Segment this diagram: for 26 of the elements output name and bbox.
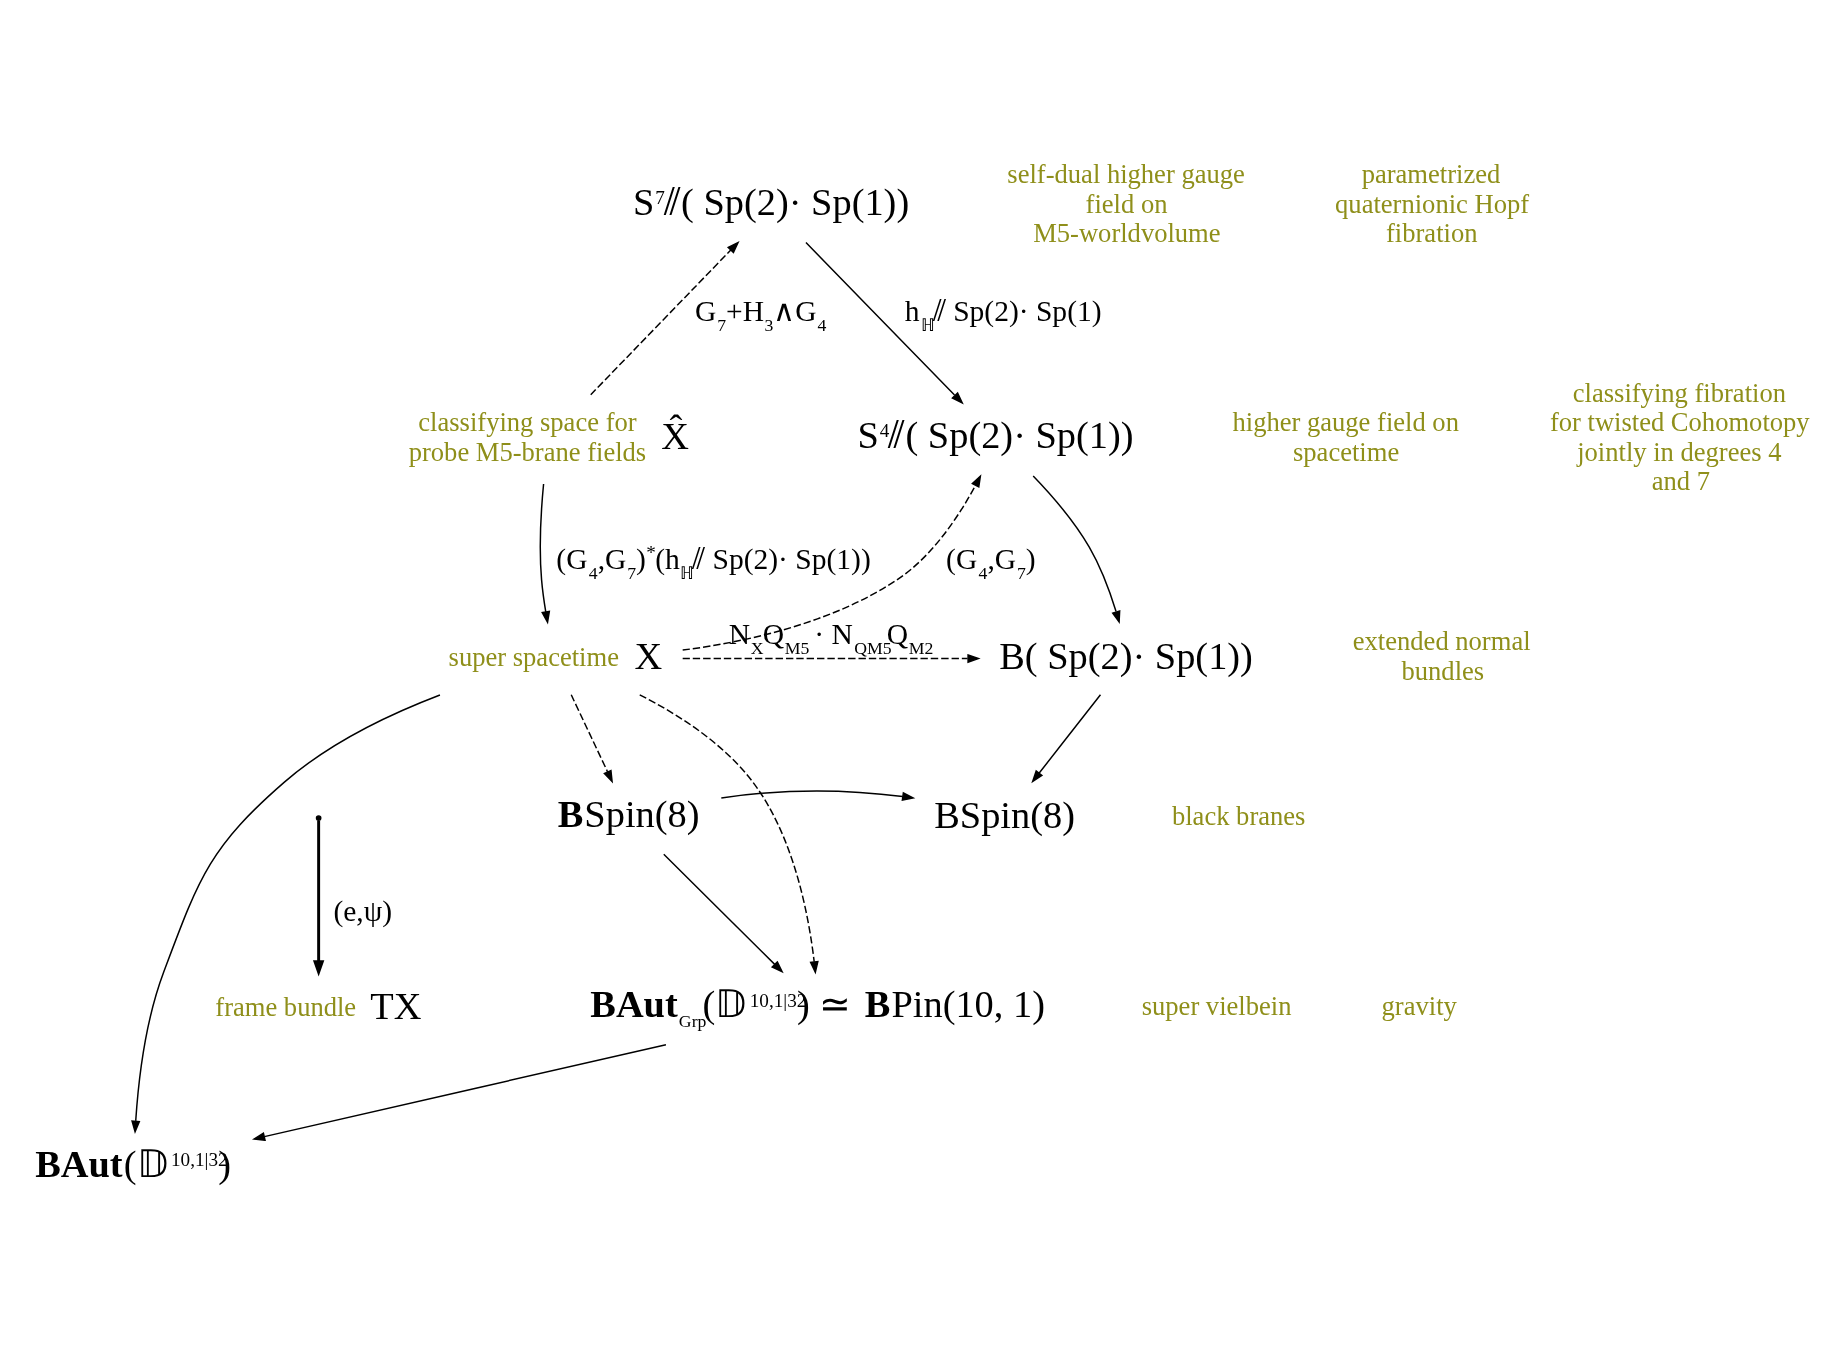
- edge-label: h$_{ℍ}$⫽ Sp(2)· Sp(1): [904, 295, 1102, 336]
- label: classifying fibration for twisted Cohomotopy jointly in degrees 4 and 7: [1549, 377, 1810, 497]
- node-label: frame bundle: [215, 991, 357, 1022]
- edge-label: G$_{7}$+H$_{3}$∧G$_{4}$: [695, 295, 827, 336]
- node-label: classifying space for probe M5-brane fields: [408, 407, 647, 467]
- node-text: BAut(𝔻$^{10,1|32}$): [35, 1142, 232, 1185]
- node-label: super spacetime: [448, 641, 619, 672]
- label: higher gauge field on spacetime: [1232, 407, 1459, 467]
- node-text: TX: [370, 984, 422, 1027]
- node-text: BSpin(8): [557, 792, 700, 835]
- edge-label: (G$_{4}$,G$_{7}$): [946, 543, 1036, 584]
- node-text: BAut$_{Grp}$(𝔻$^{10,1|32}$) ≃ BPin(10, 1): [590, 983, 1045, 1032]
- label: extended normal bundles: [1352, 626, 1531, 686]
- node-text: S$^{4}$⫽( Sp(2)· Sp(1)): [857, 413, 1134, 456]
- edge-label: (e,ψ): [333, 894, 393, 927]
- node-text: X: [634, 634, 663, 677]
- node-text: X̂: [661, 414, 689, 457]
- node-text: S$^{7}$⫽( Sp(2)· Sp(1)): [633, 180, 910, 223]
- label: self-dual higher gauge field on M5-worldvolume: [1007, 159, 1245, 249]
- node-text: BSpin(8): [934, 794, 1075, 837]
- edge-label: (G$_{4}$,G$_{7}$)$^{*}$(h$_{ℍ}$⫽ Sp(2)· Sp(1)): [556, 541, 871, 584]
- label: gravity: [1381, 990, 1457, 1021]
- node-text: B( Sp(2)· Sp(1)): [999, 634, 1253, 677]
- label: super vielbein: [1141, 990, 1292, 1021]
- label: parametrized quaternionic Hopf fibration: [1335, 159, 1530, 249]
- label: black branes: [1171, 800, 1306, 831]
